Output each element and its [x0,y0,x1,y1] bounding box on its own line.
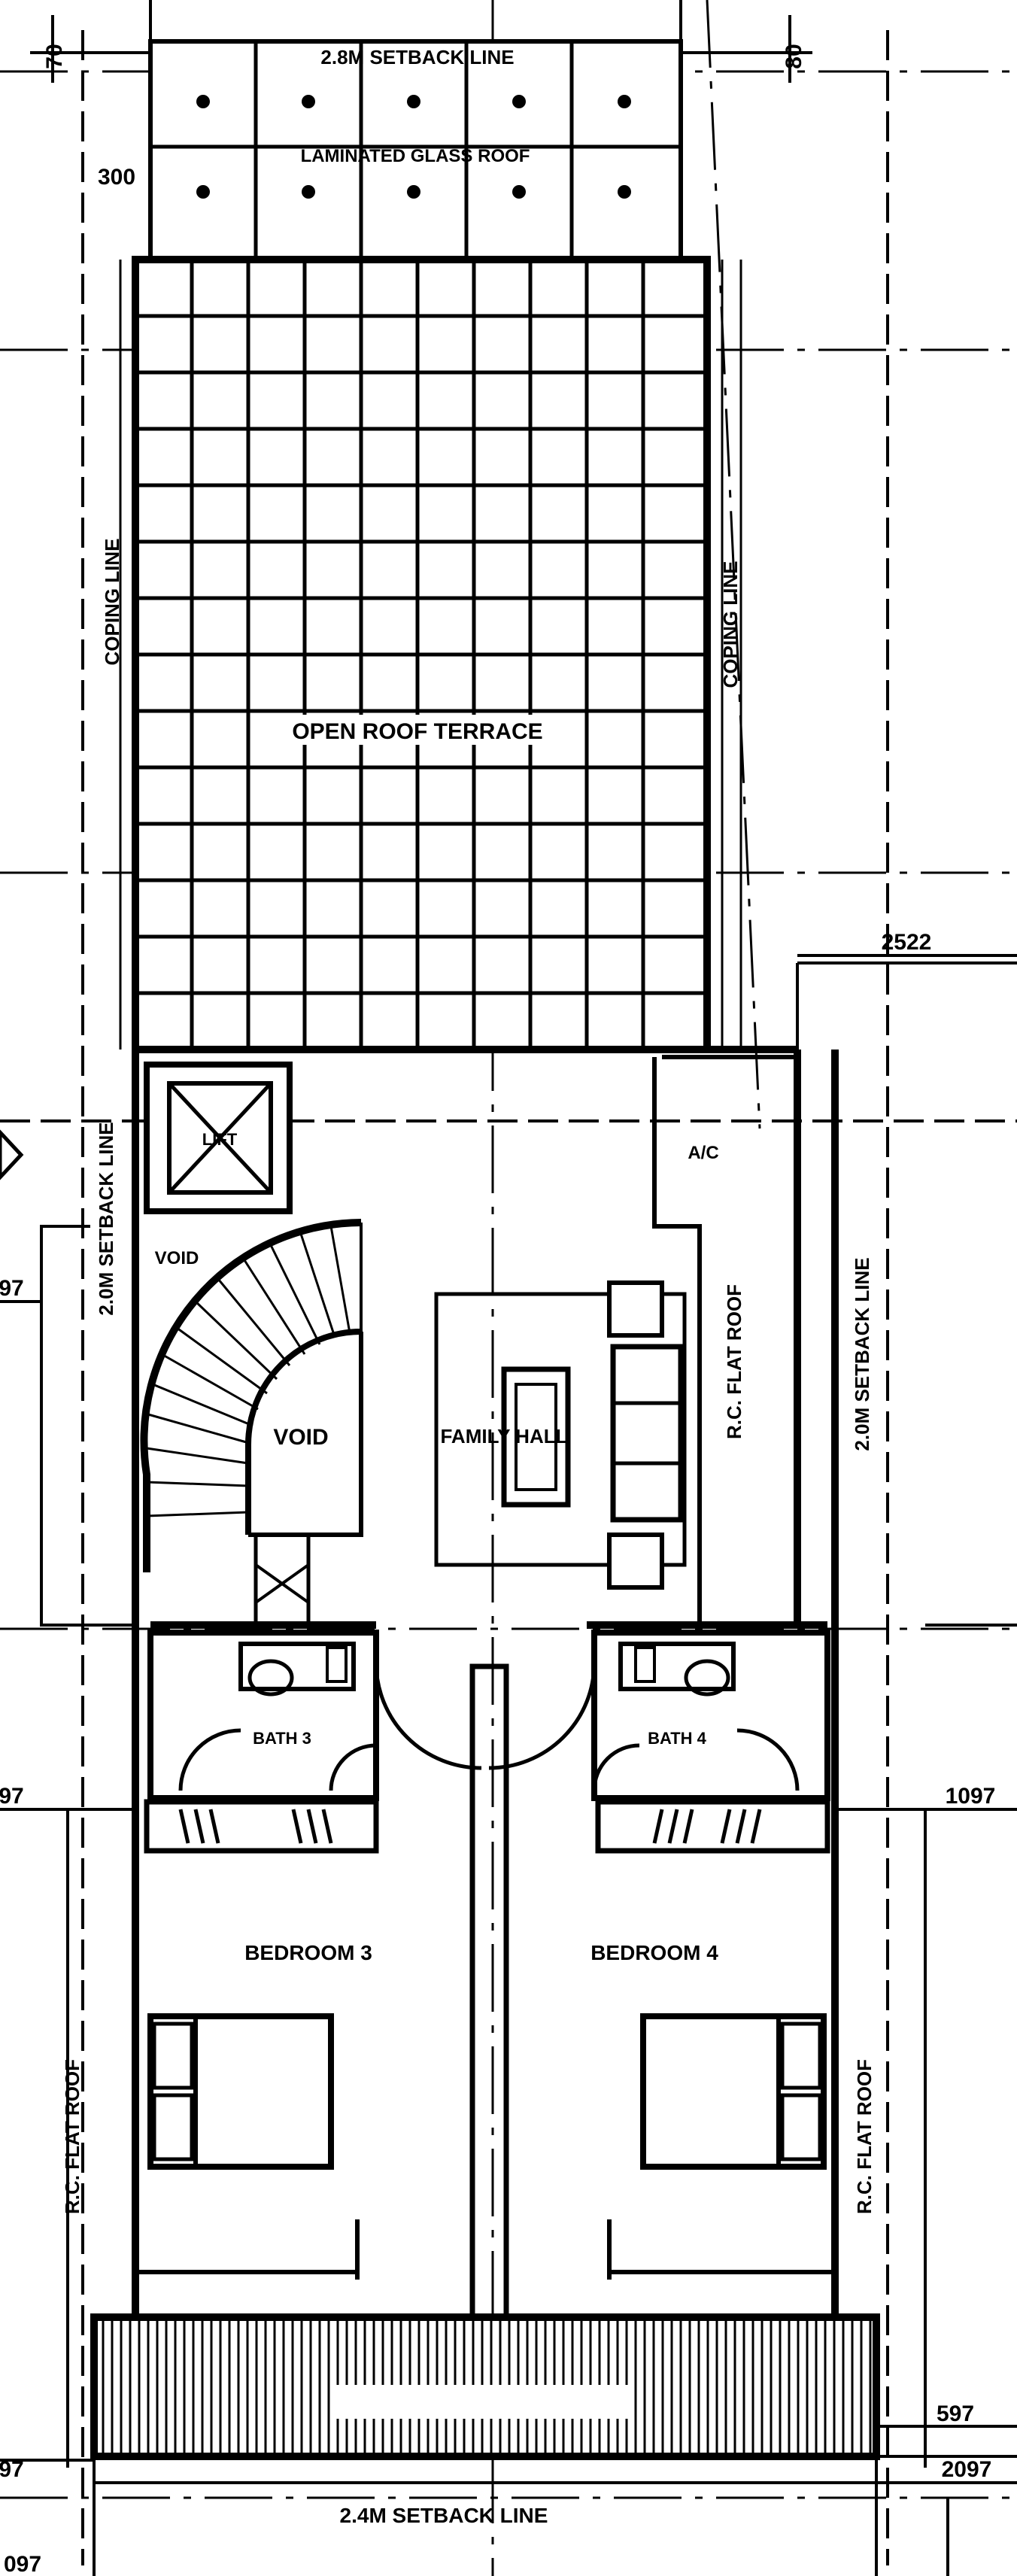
label-void-stair: VOID [273,1425,328,1450]
wardrobes [144,1799,830,1854]
label-left-setback: 2.0M SETBACK LINE [95,1122,117,1315]
label-ac: A/C [688,1143,718,1163]
spiral-staircase [140,1219,363,1625]
dim-top-left: 70 [42,44,67,68]
dim-bottom-left: 97 [0,2457,24,2482]
ac-ledge [652,1055,797,1625]
label-lift: LIFT [202,1130,238,1149]
dim-upper-left: 300 [98,165,135,190]
label-family-hall: FAMILY HALL [440,1425,567,1447]
lift [144,1062,293,1214]
coping-lines [119,260,742,1050]
dim-left-mid: 97 [0,1276,24,1301]
dim-right-upper: 2522 [882,930,932,955]
dim-right-lower: 1097 [946,1784,996,1809]
dim-bottom-right-2: 2097 [942,2457,992,2482]
dim-bottom-left-2: 097 [4,2552,41,2576]
label-bath-3: BATH 3 [253,1729,311,1748]
label-rc-flat-roof-left-lower: R.C. FLAT ROOF [61,2059,83,2214]
family-hall-furniture [434,1280,687,1590]
label-coping-right: COPING LINE [719,560,742,688]
label-bedroom-4: BEDROOM 4 [590,1941,718,1964]
label-bedroom-3: BEDROOM 3 [244,1941,372,1964]
bed-bedroom-3 [147,2013,334,2170]
bed-bedroom-4 [640,2013,827,2170]
bath-3 [147,1630,482,1801]
laminated-glass-roof [148,39,683,262]
label-rc-flat-roof-right-lower: R.C. FLAT ROOF [853,2059,876,2214]
bottom-dimension [0,2425,1017,2576]
label-coping-left: COPING LINE [101,538,123,665]
label-open-roof-terrace: OPEN ROOF TERRACE [292,719,542,744]
balcony [90,2313,880,2460]
right-dimensions [0,954,1017,1811]
label-rc-flat-roof-right-upper: R.C. FLAT ROOF [723,1284,745,1439]
label-laminated-glass-roof: LAMINATED GLASS ROOF [301,146,530,166]
section-marker [0,1129,24,1180]
label-bottom-setback: 2.4M SETBACK LINE [340,2504,548,2527]
dim-top-right: 80 [782,44,806,68]
dim-bottom-right-1: 597 [937,2401,974,2426]
label-top-setback: 2.8M SETBACK LINE [320,46,514,68]
dim-left-lower: 97 [0,1784,24,1809]
bath-4 [488,1630,830,1801]
open-roof-terrace [132,256,711,1053]
bedroom-partitions [135,2219,835,2280]
label-right-setback: 2.0M SETBACK LINE [851,1257,873,1451]
label-bath-4: BATH 4 [648,1729,707,1748]
label-void-small: VOID [155,1248,199,1268]
